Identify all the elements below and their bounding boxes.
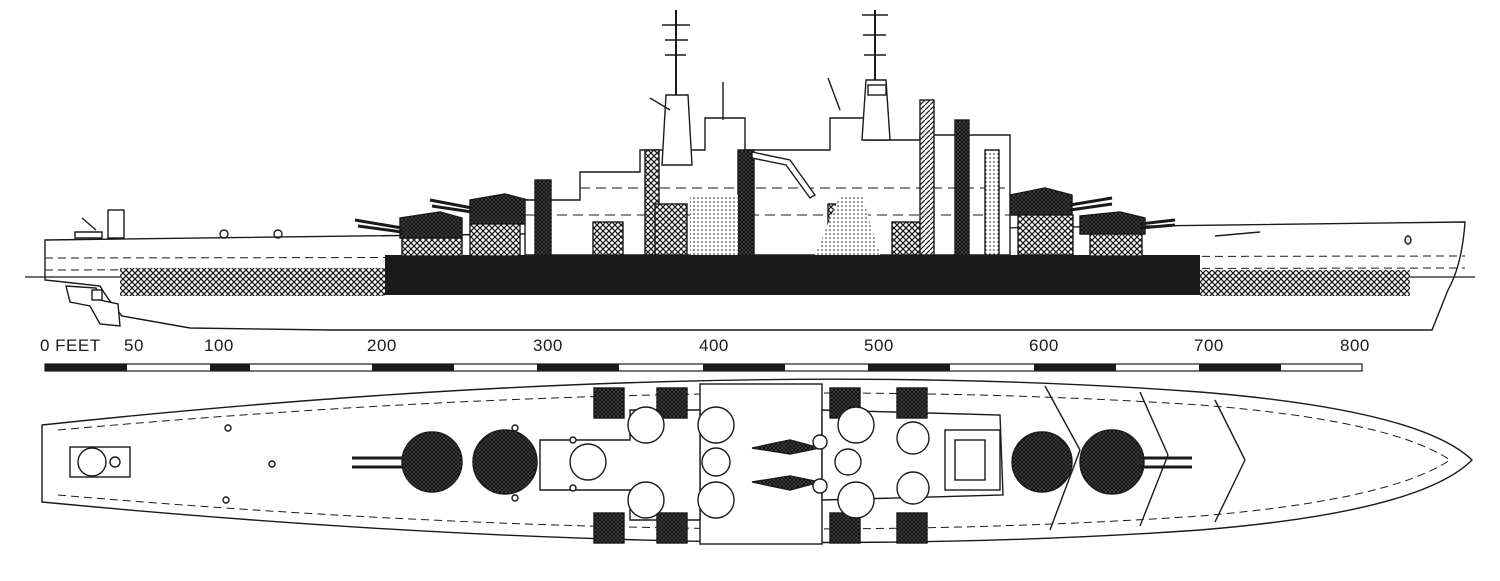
scale-bar (44, 363, 1363, 372)
turret-b (429, 193, 529, 225)
scale-label-200: 200 (367, 336, 397, 355)
turret-x-plan (1011, 431, 1073, 493)
scale-label-800: 800 (1340, 336, 1370, 355)
scale-label-400: 400 (699, 336, 729, 355)
mainmast (861, 10, 891, 141)
scale-label-50: 50 (124, 336, 144, 355)
turret-a (354, 211, 463, 239)
scale-label-700: 700 (1194, 336, 1224, 355)
turret-x (1009, 187, 1113, 216)
profile-view (25, 10, 1475, 331)
scale-label-500: 500 (864, 336, 894, 355)
scale-label-600: 600 (1029, 336, 1059, 355)
plan-view (41, 378, 1474, 545)
scale-label-0: 0 FEET (40, 336, 101, 355)
armor-belt (385, 255, 1200, 295)
scale-label-300: 300 (533, 336, 563, 355)
foremast (649, 10, 693, 166)
scale-label-100: 100 (204, 336, 234, 355)
turret-y-plan (1079, 429, 1192, 495)
turret-b-plan (472, 429, 538, 495)
turret-a-plan (352, 431, 463, 493)
